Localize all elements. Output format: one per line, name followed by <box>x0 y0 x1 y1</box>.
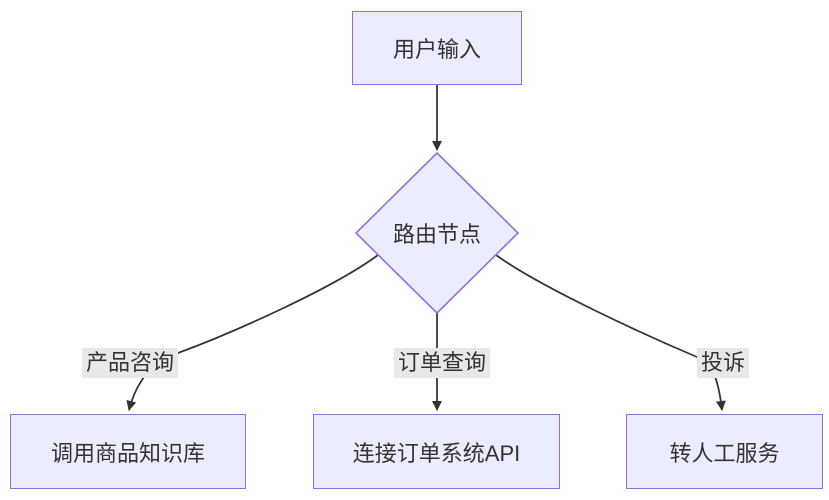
node-user-input: 用户输入 <box>352 11 522 85</box>
edge-router-to-knowledge-base <box>126 254 379 411</box>
node-router-label: 路由节点 <box>392 222 481 247</box>
node-user-input-label: 用户输入 <box>392 37 481 62</box>
router-diamond-shape <box>354 151 520 315</box>
node-human-service: 转人工服务 <box>626 414 823 489</box>
node-order-api-label: 连接订单系统API <box>352 440 521 466</box>
node-knowledge-base: 调用商品知识库 <box>10 414 246 489</box>
node-order-api: 连接订单系统API <box>313 414 560 489</box>
node-human-service-label: 转人工服务 <box>669 440 780 466</box>
edge-label-complaint: 投诉 <box>697 348 750 378</box>
node-knowledge-base-label: 调用商品知识库 <box>50 440 205 466</box>
edge-router-to-human-service <box>495 254 726 411</box>
edge-label-order-query: 订单查询 <box>394 348 491 378</box>
node-router: 路由节点 <box>377 218 497 248</box>
edge-label-product-consult: 产品咨询 <box>82 348 179 378</box>
